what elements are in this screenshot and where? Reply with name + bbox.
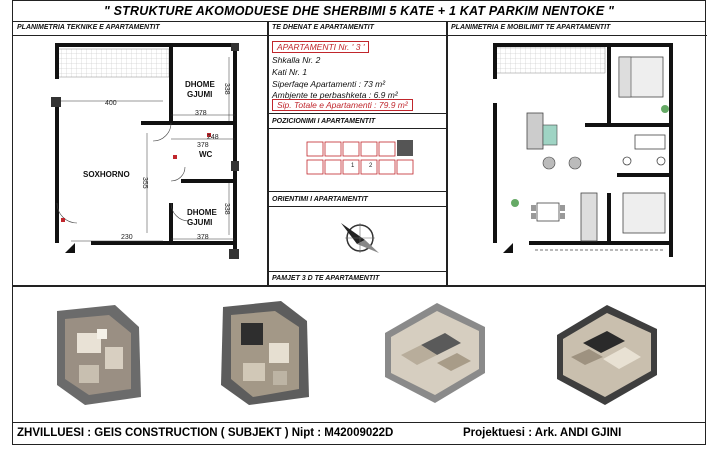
view-3d-3: [385, 303, 485, 403]
compass-icon: [341, 223, 379, 253]
apartment-total: Sip. Totale e Apartamenti : 79.9 m²: [272, 99, 413, 111]
footer-developer: ZHVILLUESI : GEIS CONSTRUCTION ( SUBJEKT…: [17, 427, 394, 439]
room-bedroom-top-1: DHOME: [185, 80, 215, 89]
view-3d-4: [557, 305, 657, 405]
apartment-area: Siperfaqe Apartamenti : 73 m²: [272, 79, 386, 89]
furnished-balcony: [494, 46, 606, 74]
header-views3d: PAMJET 3 D TE APARTAMENTIT: [272, 275, 380, 282]
position-label-1: 1: [351, 163, 355, 169]
bed-bottom: [622, 192, 666, 234]
position-label-2: 2: [369, 163, 373, 169]
drawing-sheet: " STRUKTURE AKOMODUESE DHE SHERBIMI 5 KA…: [12, 0, 707, 445]
divider-left: [267, 21, 269, 286]
apartment-stair: Shkalla Nr. 2: [272, 55, 321, 65]
room-bedroom-bottom-1: DHOME: [187, 208, 217, 217]
room-bedroom-top-2: GJUMI: [187, 90, 212, 99]
dim-338a: 338: [223, 83, 230, 95]
bathtub: [634, 134, 666, 150]
header-orientation: ORIENTIMI I APARTAMENTIT: [272, 196, 368, 203]
rug: [542, 124, 558, 146]
footer: ZHVILLUESI : GEIS CONSTRUCTION ( SUBJEKT…: [13, 422, 705, 445]
room-bedroom-bottom-2: GJUMI: [187, 218, 212, 227]
dim-378c: 378: [197, 234, 209, 241]
room-wc: WC: [199, 150, 213, 159]
header-plan-furnished: PLANIMETRIA E MOBILIMIT TE APARTAMENTIT: [451, 24, 611, 31]
sofa: [526, 112, 544, 150]
dim-248: 248: [207, 134, 219, 141]
furnished-floor-plan: [493, 43, 673, 257]
footer-designer: Projektuesi : Ark. ANDI GJINI: [463, 427, 622, 439]
header-apartment-data: TE DHENAT E APARTAMENTIT: [272, 24, 374, 31]
divider-views: [13, 285, 705, 287]
dim-230: 230: [121, 234, 133, 241]
current-apartment-marker: [397, 140, 413, 156]
apartment-floor: Kati Nr. 1: [272, 67, 308, 77]
view-3d-1: [57, 305, 141, 405]
apartment-common: Ambjente te perbashketa : 6.9 m²: [272, 90, 398, 100]
position-diagram: 1 2: [306, 140, 414, 175]
header-plan-technical: PLANIMETRIA TEKNIKE E APARTAMENTIT: [17, 24, 160, 31]
sheet-title: " STRUKTURE AKOMODUESE DHE SHERBIMI 5 KA…: [13, 1, 705, 22]
room-living: SOXHORNO: [83, 170, 130, 179]
technical-floor-plan: DHOME GJUMI WC SOXHORNO DHOME GJUMI 400 …: [51, 43, 239, 259]
header-position: POZICIONIMI I APARTAMENTIT: [272, 118, 376, 125]
dim-378a: 378: [195, 110, 207, 117]
view-3d-2: [221, 301, 309, 405]
dim-355: 355: [141, 177, 148, 189]
dim-338b: 338: [223, 203, 230, 215]
kitchen-counter: [580, 192, 598, 242]
balcony-area: [56, 48, 170, 78]
dim-378b: 378: [197, 142, 209, 149]
dining-table: [536, 202, 560, 222]
apartment-number: APARTAMENTI Nr. ' 3 ': [272, 41, 370, 53]
divider-right: [446, 21, 448, 286]
dim-400: 400: [105, 100, 117, 107]
